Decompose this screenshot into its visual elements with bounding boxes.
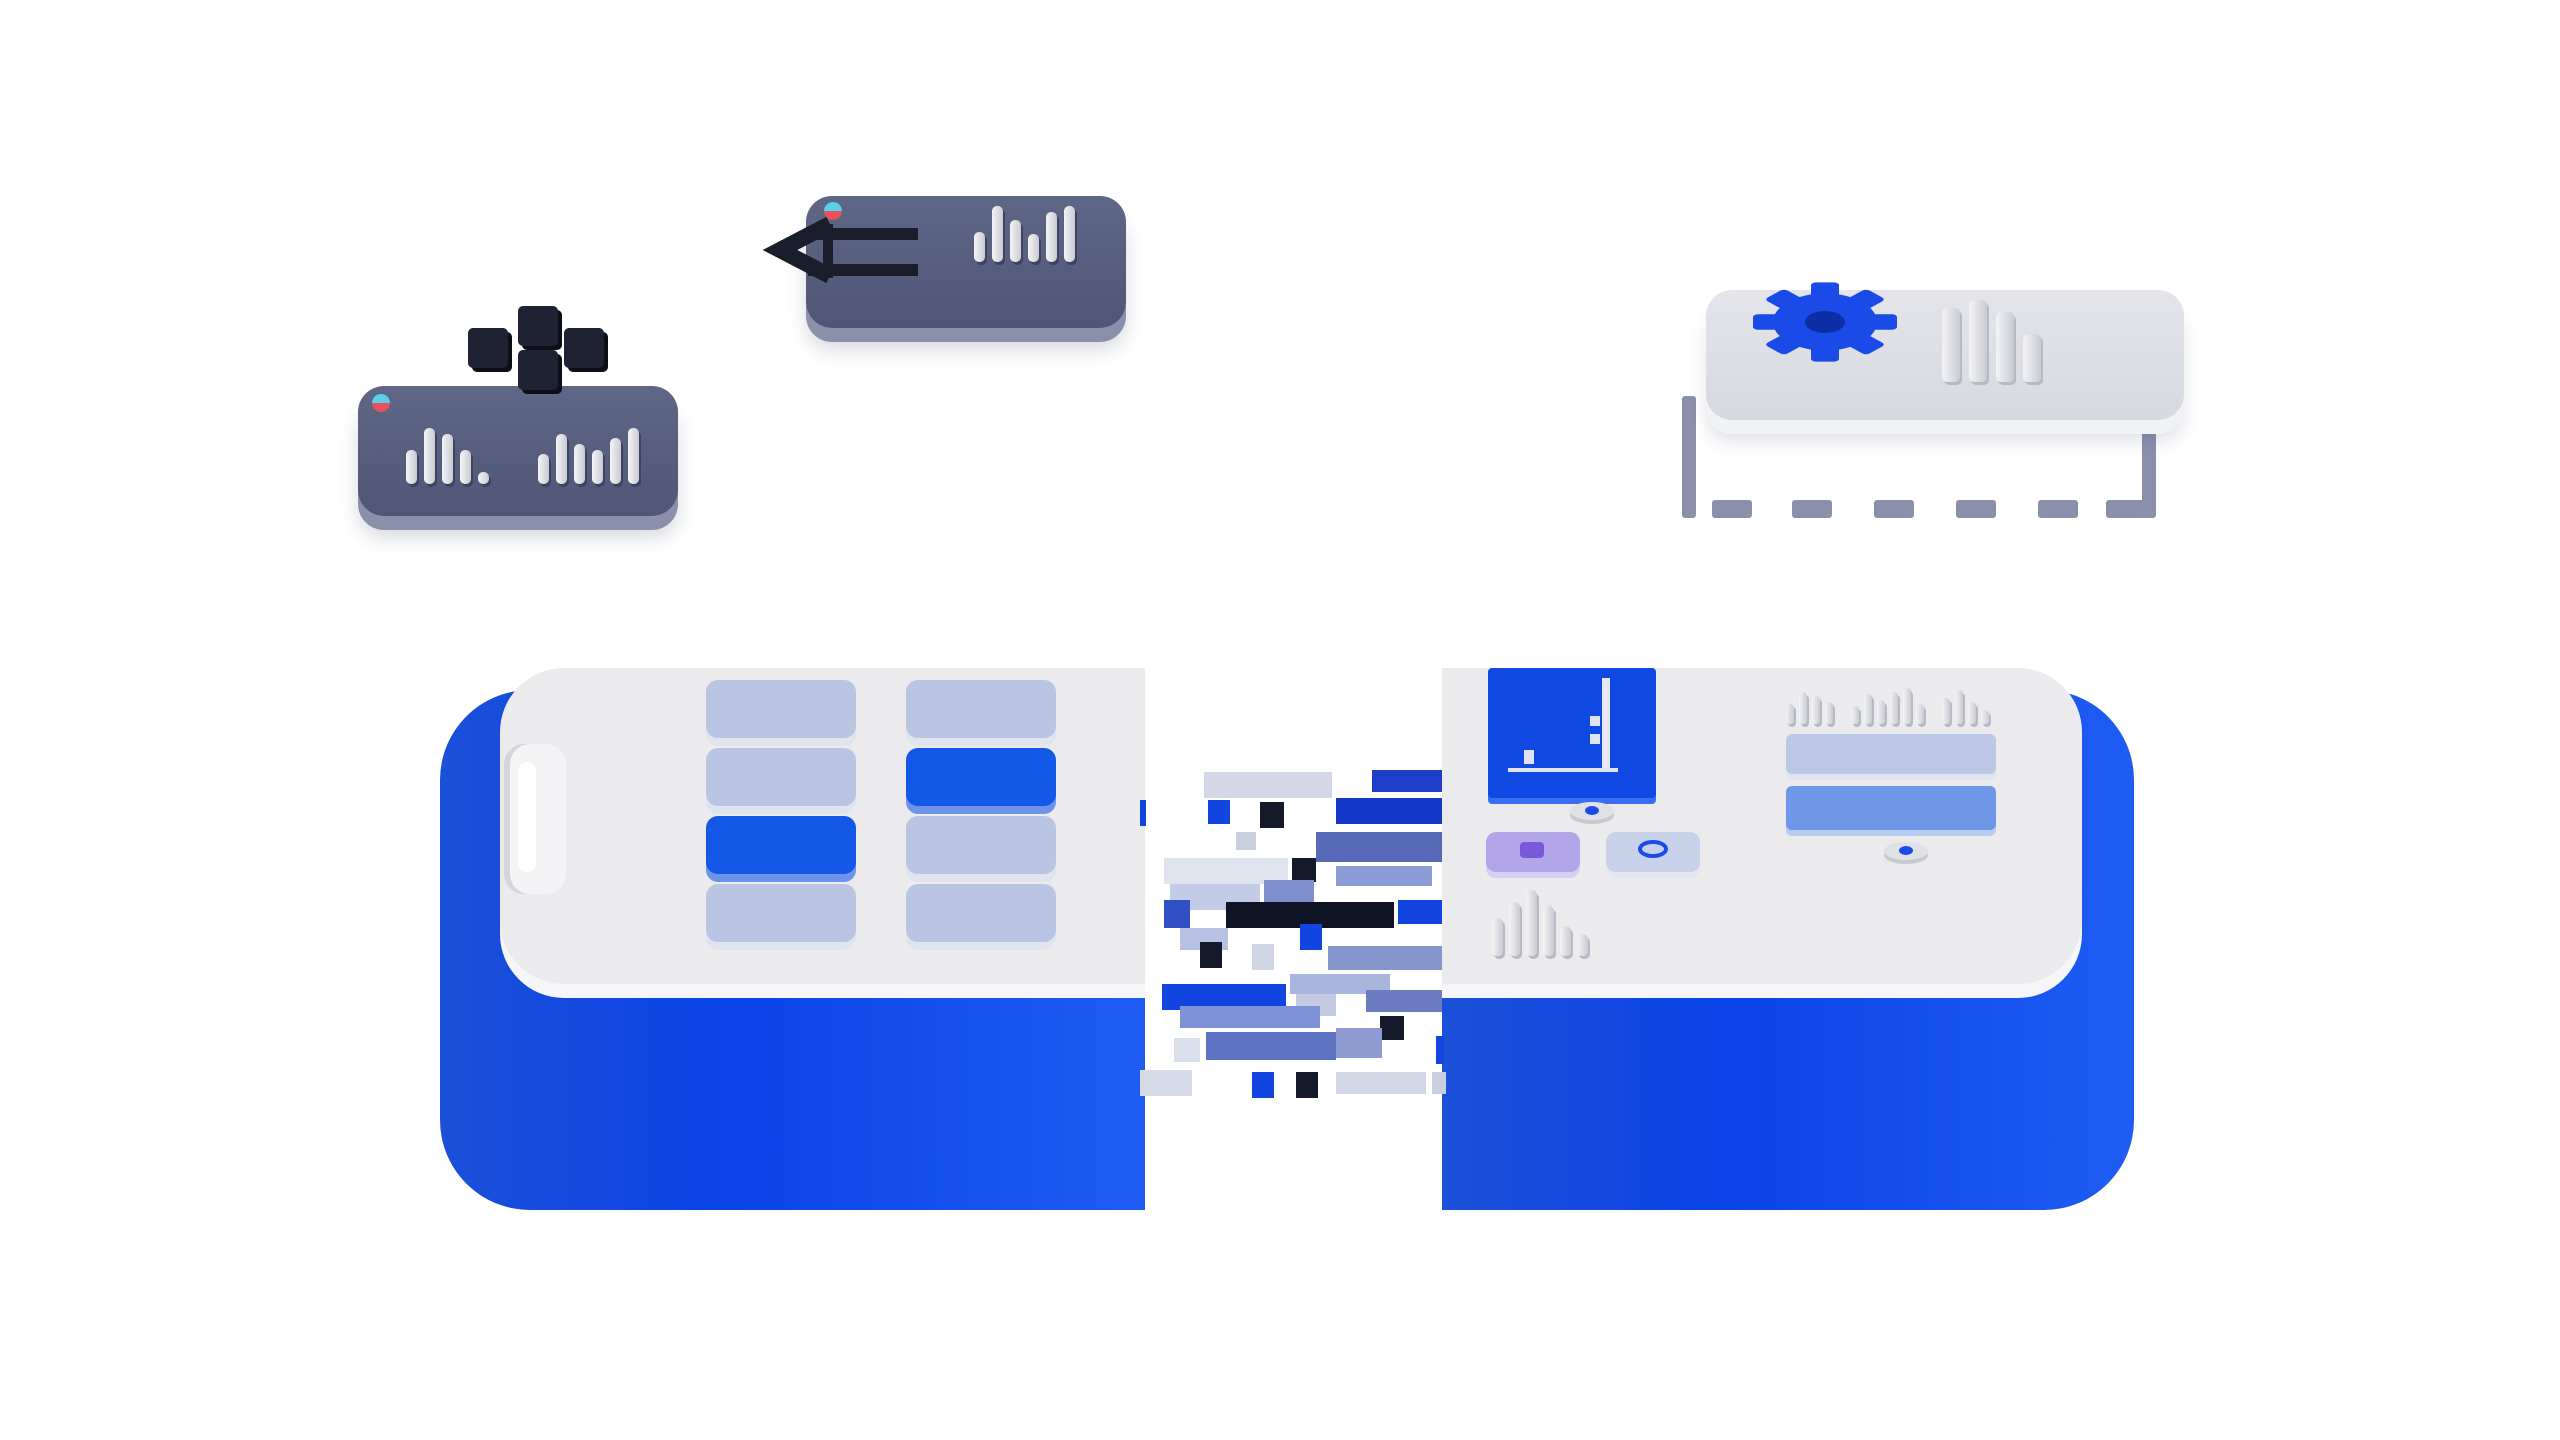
grid-tile	[906, 680, 1056, 738]
progress-bar-icon	[1786, 786, 1996, 830]
grip-handle-icon	[504, 744, 566, 894]
chart-screen-icon	[1488, 668, 1656, 798]
code-brackets-icon	[762, 216, 918, 284]
gear-outline-icon	[1606, 832, 1700, 872]
data-stream	[1140, 760, 1450, 1110]
bar-chart-icon	[1942, 300, 2041, 382]
status-dot-icon	[824, 202, 842, 220]
grid-tile-active	[706, 816, 856, 874]
status-dot-icon	[372, 394, 390, 412]
grid-tile	[706, 680, 856, 738]
puzzle-icon	[1486, 832, 1580, 872]
app-panel-left	[500, 668, 1145, 984]
dashboard-card-code	[806, 196, 1126, 328]
bar-chart-icon	[974, 206, 1075, 262]
grid-tile	[706, 884, 856, 942]
cubes-icon	[468, 306, 628, 396]
bar-chart-icon	[1492, 890, 1588, 956]
gear-icon	[1753, 282, 1897, 362]
app-panel-right	[1442, 668, 2082, 984]
toggle-icon	[1570, 802, 1614, 820]
dashboard-card-cubes	[358, 386, 678, 516]
bar-chart-icon	[538, 428, 639, 484]
toggle-icon	[1884, 842, 1928, 860]
grid-tile	[906, 816, 1056, 874]
bar-chart-icon	[406, 428, 489, 484]
bar-chart-icon	[1786, 688, 1989, 724]
grid-tile	[906, 884, 1056, 942]
grid-tile	[706, 748, 856, 806]
grid-tile-active	[906, 748, 1056, 806]
config-card-outline	[1682, 396, 2156, 522]
progress-bar-icon	[1786, 734, 1996, 774]
